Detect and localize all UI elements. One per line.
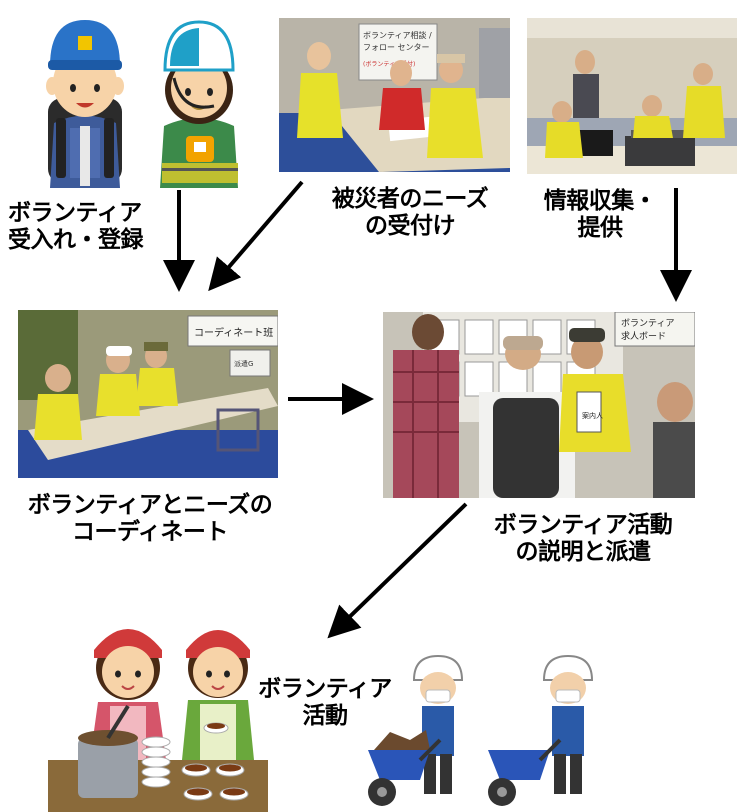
step-label-dispatch: ボランティア活動 の説明と派遣 <box>493 512 673 565</box>
cooking-women-icon <box>48 610 268 812</box>
coordinate-sign-text: コーディネート班 <box>194 326 273 339</box>
volunteer-woman-helmet-icon <box>152 8 247 188</box>
step-label-registration: ボランティア 受入れ・登録 <box>8 200 144 253</box>
step-label-info: 情報収集・ 提供 <box>543 188 657 241</box>
step-label-activity: ボランティア 活動 <box>258 676 392 729</box>
needs-desk-sign-line1: ボランティア相談 / <box>363 30 432 40</box>
dispatch-vest-text: 案内人 <box>582 411 603 420</box>
coordination-photo: コーディネート班 派遣G <box>18 310 278 478</box>
arrow-needs-to-coordinate <box>208 180 304 292</box>
info-gathering-photo <box>527 18 737 174</box>
dispatch-board-line2: 求人ボード <box>621 330 666 342</box>
dispatch-board-line1: ボランティア <box>621 318 674 329</box>
step-label-coordinate: ボランティアとニーズの コーディネート <box>27 492 273 545</box>
needs-intake-photo: ボランティア相談 / フォロー センター (ボランティア受付) <box>279 18 510 172</box>
arrow-dispatch-to-activity <box>327 502 468 639</box>
wheelbarrow-worker-icon <box>360 650 600 812</box>
coordinate-sign-small: 派遣G <box>234 359 253 368</box>
step-label-needs-intake: 被災者のニーズ の受付け <box>331 186 489 239</box>
needs-desk-sign-line2: フォロー センター <box>363 43 430 52</box>
needs-desk-sign-small: (ボランティア受付) <box>363 60 415 68</box>
dispatch-photo: ボランティア 求人ボード 案内人 <box>383 312 695 498</box>
volunteer-man-helmet-icon <box>30 8 140 188</box>
